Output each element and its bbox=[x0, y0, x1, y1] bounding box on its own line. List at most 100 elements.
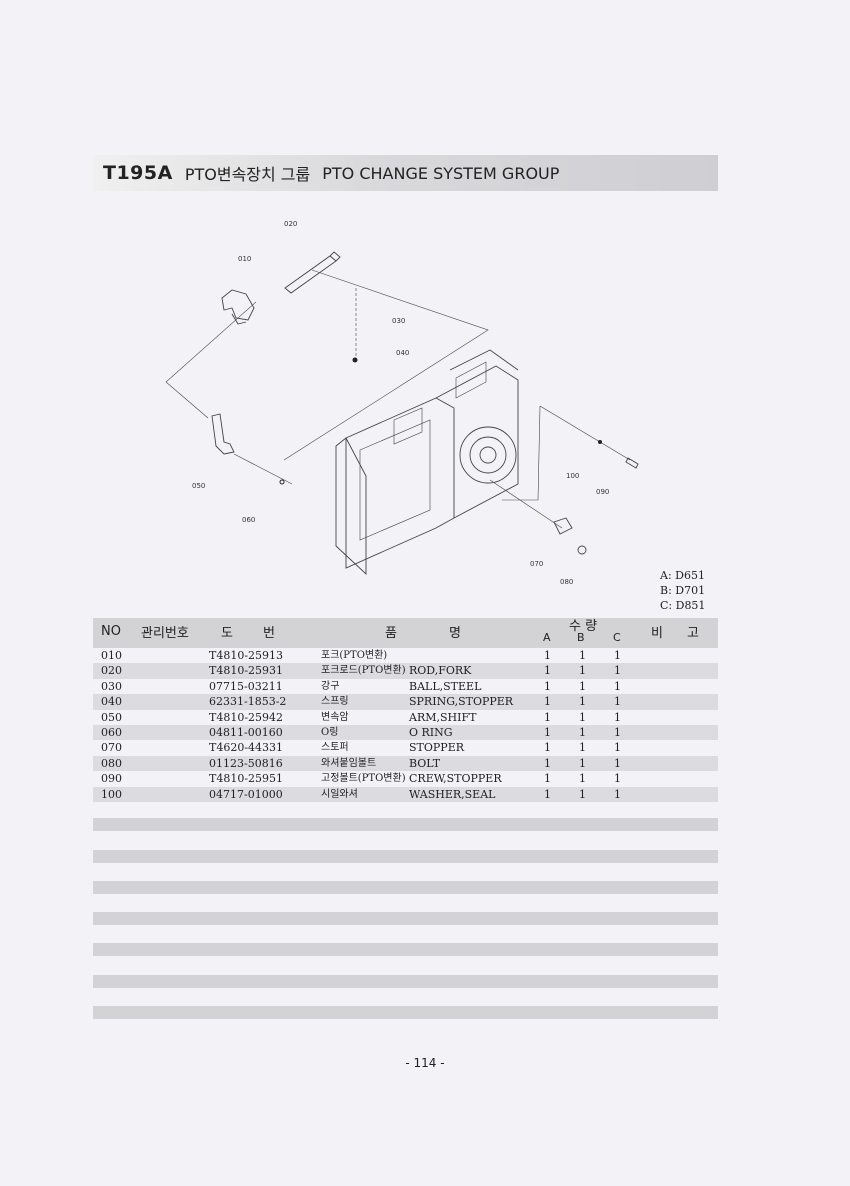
table-row: 070 T4620-44331 스토퍼 STOPPER 1 1 1 bbox=[93, 740, 718, 755]
cell-a: 1 bbox=[544, 695, 551, 709]
cell-no: 010 bbox=[101, 649, 122, 662]
cell-no: 020 bbox=[101, 664, 122, 678]
cell-part: T4810-25913 bbox=[209, 649, 284, 662]
header-qty-c: C bbox=[613, 631, 621, 644]
cell-en: ARM,SHIFT bbox=[409, 710, 477, 724]
cell-no: 070 bbox=[101, 741, 122, 755]
cell-c: 1 bbox=[614, 756, 621, 770]
cell-ko: 와셔붙임볼트 bbox=[321, 757, 377, 769]
callout-080: 080 bbox=[560, 578, 573, 586]
parts-table-header: NO 관리번호 도 번 품 명 수 량 A B C 비 고 bbox=[93, 618, 718, 648]
callout-010: 010 bbox=[238, 255, 251, 263]
cell-ko: 포크(PTO변환) bbox=[321, 650, 388, 661]
callout-040: 040 bbox=[396, 349, 409, 357]
section-code: T195A bbox=[103, 162, 173, 184]
header-name-1: 품 bbox=[385, 626, 397, 641]
cell-c: 1 bbox=[614, 787, 621, 801]
cell-c: 1 bbox=[614, 679, 621, 693]
callout-050: 050 bbox=[192, 482, 205, 490]
variant-b: B: D701 bbox=[660, 584, 706, 597]
cell-no: 040 bbox=[101, 695, 122, 709]
cell-ko: 포크로드(PTO변환) bbox=[321, 665, 406, 677]
cell-en: STOPPER bbox=[409, 741, 465, 755]
section-title-bar: T195A PTO변속장치 그룹 PTO CHANGE SYSTEM GROUP bbox=[93, 155, 718, 191]
cell-a: 1 bbox=[544, 787, 551, 801]
cell-part: T4620-44331 bbox=[209, 741, 284, 755]
header-qty-b: B bbox=[577, 631, 585, 644]
cell-c: 1 bbox=[614, 649, 621, 662]
cell-ko: 강구 bbox=[321, 680, 340, 692]
cell-part: 01123-50816 bbox=[209, 756, 283, 770]
blank-row-band bbox=[93, 818, 718, 831]
header-name-2: 명 bbox=[449, 626, 461, 641]
cell-b: 1 bbox=[579, 664, 586, 678]
header-management-number: 관리번호 bbox=[141, 626, 189, 641]
cell-a: 1 bbox=[544, 741, 551, 755]
cell-ko: 고정볼트(PTO변환) bbox=[321, 773, 406, 785]
cell-en: BALL,STEEL bbox=[409, 679, 482, 693]
model-variant-legend: A: D651 B: D701 C: D851 bbox=[660, 568, 705, 613]
blank-row-band bbox=[93, 850, 718, 863]
page-number: - 114 - bbox=[405, 1056, 445, 1070]
cell-c: 1 bbox=[614, 695, 621, 709]
header-drawing-2: 번 bbox=[263, 626, 275, 641]
cell-b: 1 bbox=[579, 772, 586, 786]
callout-070: 070 bbox=[530, 560, 543, 568]
cell-ko: O링 bbox=[321, 726, 339, 738]
cell-part: 62331-1853-2 bbox=[209, 695, 287, 709]
cell-b: 1 bbox=[579, 725, 586, 739]
blank-row-band bbox=[93, 975, 718, 988]
cell-en: BOLT bbox=[409, 756, 441, 770]
cell-c: 1 bbox=[614, 741, 621, 755]
cell-no: 050 bbox=[101, 710, 122, 724]
cell-a: 1 bbox=[544, 710, 551, 724]
callout-090: 090 bbox=[596, 488, 609, 496]
cell-b: 1 bbox=[579, 695, 586, 709]
cell-b: 1 bbox=[579, 649, 586, 662]
blank-row-band bbox=[93, 943, 718, 956]
blank-row-band bbox=[93, 1006, 718, 1019]
cell-no: 030 bbox=[101, 679, 122, 693]
cell-part: 04717-01000 bbox=[209, 787, 283, 801]
blank-row-band bbox=[93, 881, 718, 894]
cell-en: CREW,STOPPER bbox=[409, 772, 502, 786]
cell-b: 1 bbox=[579, 756, 586, 770]
header-qty-a: A bbox=[543, 631, 551, 644]
cell-en: WASHER,SEAL bbox=[409, 787, 496, 801]
cell-a: 1 bbox=[544, 756, 551, 770]
callout-020: 020 bbox=[284, 220, 297, 228]
cell-no: 060 bbox=[101, 725, 122, 739]
cell-a: 1 bbox=[544, 679, 551, 693]
header-quantity: 수 량 bbox=[569, 619, 598, 634]
cell-b: 1 bbox=[579, 741, 586, 755]
cell-ko: 스토퍼 bbox=[321, 742, 349, 754]
variant-a: A: D651 bbox=[660, 569, 705, 582]
cell-no: 100 bbox=[101, 787, 122, 801]
cell-ko: 변속암 bbox=[321, 711, 349, 723]
cell-en: SPRING,STOPPER bbox=[409, 695, 514, 709]
cell-b: 1 bbox=[579, 710, 586, 724]
exploded-parts-diagram: 020 010 030 040 050 060 070 080 090 100 bbox=[165, 220, 639, 586]
cell-ko: 시일와셔 bbox=[321, 788, 358, 800]
table-row: 030 07715-03211 강구 BALL,STEEL 1 1 1 bbox=[93, 679, 718, 694]
cell-en: ROD,FORK bbox=[409, 664, 472, 678]
cell-a: 1 bbox=[544, 725, 551, 739]
cell-part: T4810-25931 bbox=[209, 664, 284, 678]
cell-c: 1 bbox=[614, 664, 621, 678]
cell-part: 07715-03211 bbox=[209, 679, 283, 693]
callout-100: 100 bbox=[566, 472, 579, 480]
table-row: 100 04717-01000 시일와셔 WASHER,SEAL 1 1 1 bbox=[93, 786, 718, 802]
cell-b: 1 bbox=[579, 679, 586, 693]
cell-c: 1 bbox=[614, 772, 621, 786]
cell-b: 1 bbox=[579, 787, 586, 801]
cell-c: 1 bbox=[614, 725, 621, 739]
cell-part: 04811-00160 bbox=[209, 725, 283, 739]
section-title-korean: PTO변속장치 그룹 bbox=[184, 165, 311, 184]
header-remark-1: 비 bbox=[651, 626, 663, 641]
